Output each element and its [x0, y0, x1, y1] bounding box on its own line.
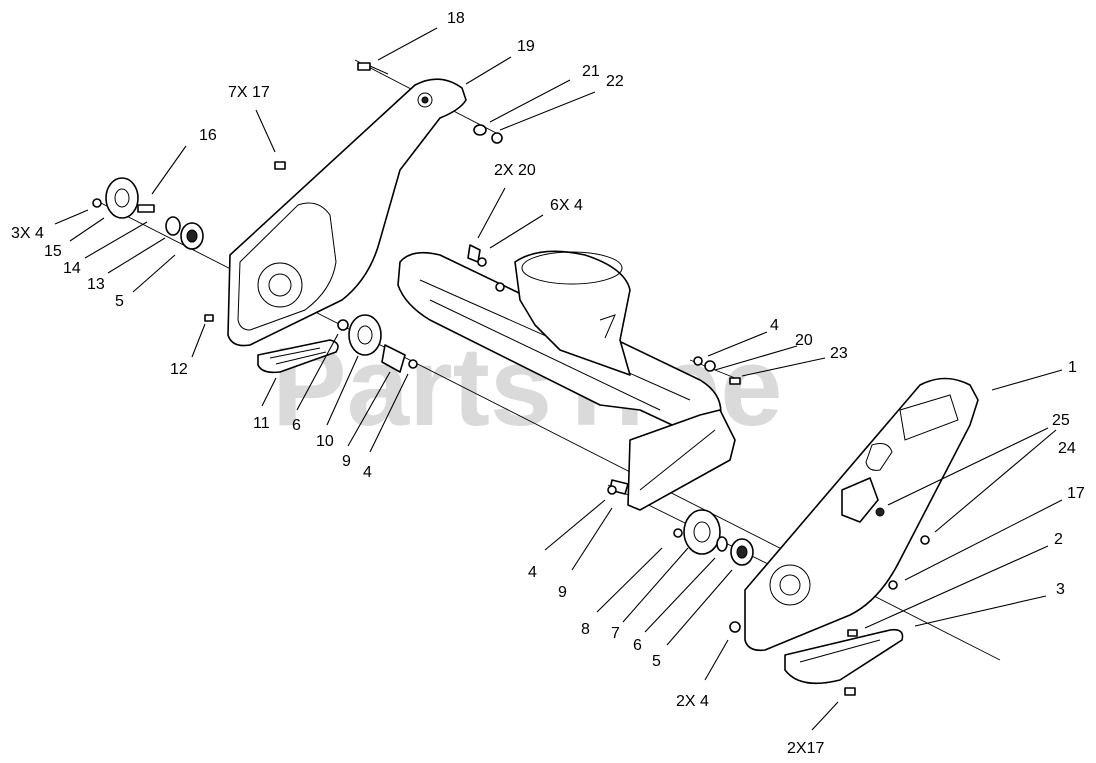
callout-2x17: 2X17 [787, 740, 824, 757]
left-bearing-group [92, 177, 204, 250]
callout-3: 3 [1056, 581, 1065, 598]
callout-19: 19 [517, 38, 535, 55]
callout-labels: 18 19 21 22 7X 17 16 2X 20 6X 4 3X 4 15 … [11, 10, 1085, 757]
callout-21: 21 [582, 63, 600, 80]
callout-12: 12 [170, 361, 188, 378]
auger-housing [397, 250, 736, 511]
callout-3x4: 3X 4 [11, 225, 44, 242]
callout-4-lower: 4 [528, 564, 537, 581]
left-side-plate [227, 78, 467, 347]
callout-23: 23 [830, 345, 848, 362]
right-bearing-group [673, 509, 754, 566]
left-skid-shoe [257, 339, 339, 374]
callout-22: 22 [606, 73, 624, 90]
callout-6x4: 6X 4 [550, 197, 583, 214]
left-bearing-flange [348, 314, 382, 356]
callout-5-left: 5 [115, 293, 124, 310]
callout-17: 17 [1067, 485, 1085, 502]
callout-10: 10 [316, 433, 334, 450]
callout-6-right: 6 [633, 637, 642, 654]
callout-5-right: 5 [652, 653, 661, 670]
callout-16: 16 [199, 127, 217, 144]
right-skid-shoe [784, 628, 904, 685]
callout-2x4: 2X 4 [676, 693, 709, 710]
callout-2: 2 [1054, 531, 1063, 548]
callout-24: 24 [1058, 440, 1076, 457]
callout-4-left: 4 [363, 464, 372, 481]
callout-7x17: 7X 17 [228, 84, 270, 101]
leader-lines [54, 27, 1063, 731]
callout-25: 25 [1052, 412, 1070, 429]
callout-11: 11 [253, 415, 270, 432]
callout-6-left: 6 [292, 417, 301, 434]
callout-9-left: 9 [342, 453, 351, 470]
hardware [204, 62, 930, 696]
callout-14: 14 [63, 260, 81, 277]
right-side-plate [744, 377, 979, 652]
callout-15: 15 [44, 243, 62, 260]
callout-20: 20 [795, 332, 813, 349]
callout-13: 13 [87, 276, 105, 293]
callout-4-upper: 4 [770, 317, 779, 334]
callout-1: 1 [1068, 359, 1077, 376]
callout-8: 8 [581, 621, 590, 638]
callout-9-right: 9 [558, 584, 567, 601]
callout-7: 7 [611, 625, 620, 642]
callout-2x20: 2X 20 [494, 162, 536, 179]
callout-18: 18 [447, 10, 465, 27]
